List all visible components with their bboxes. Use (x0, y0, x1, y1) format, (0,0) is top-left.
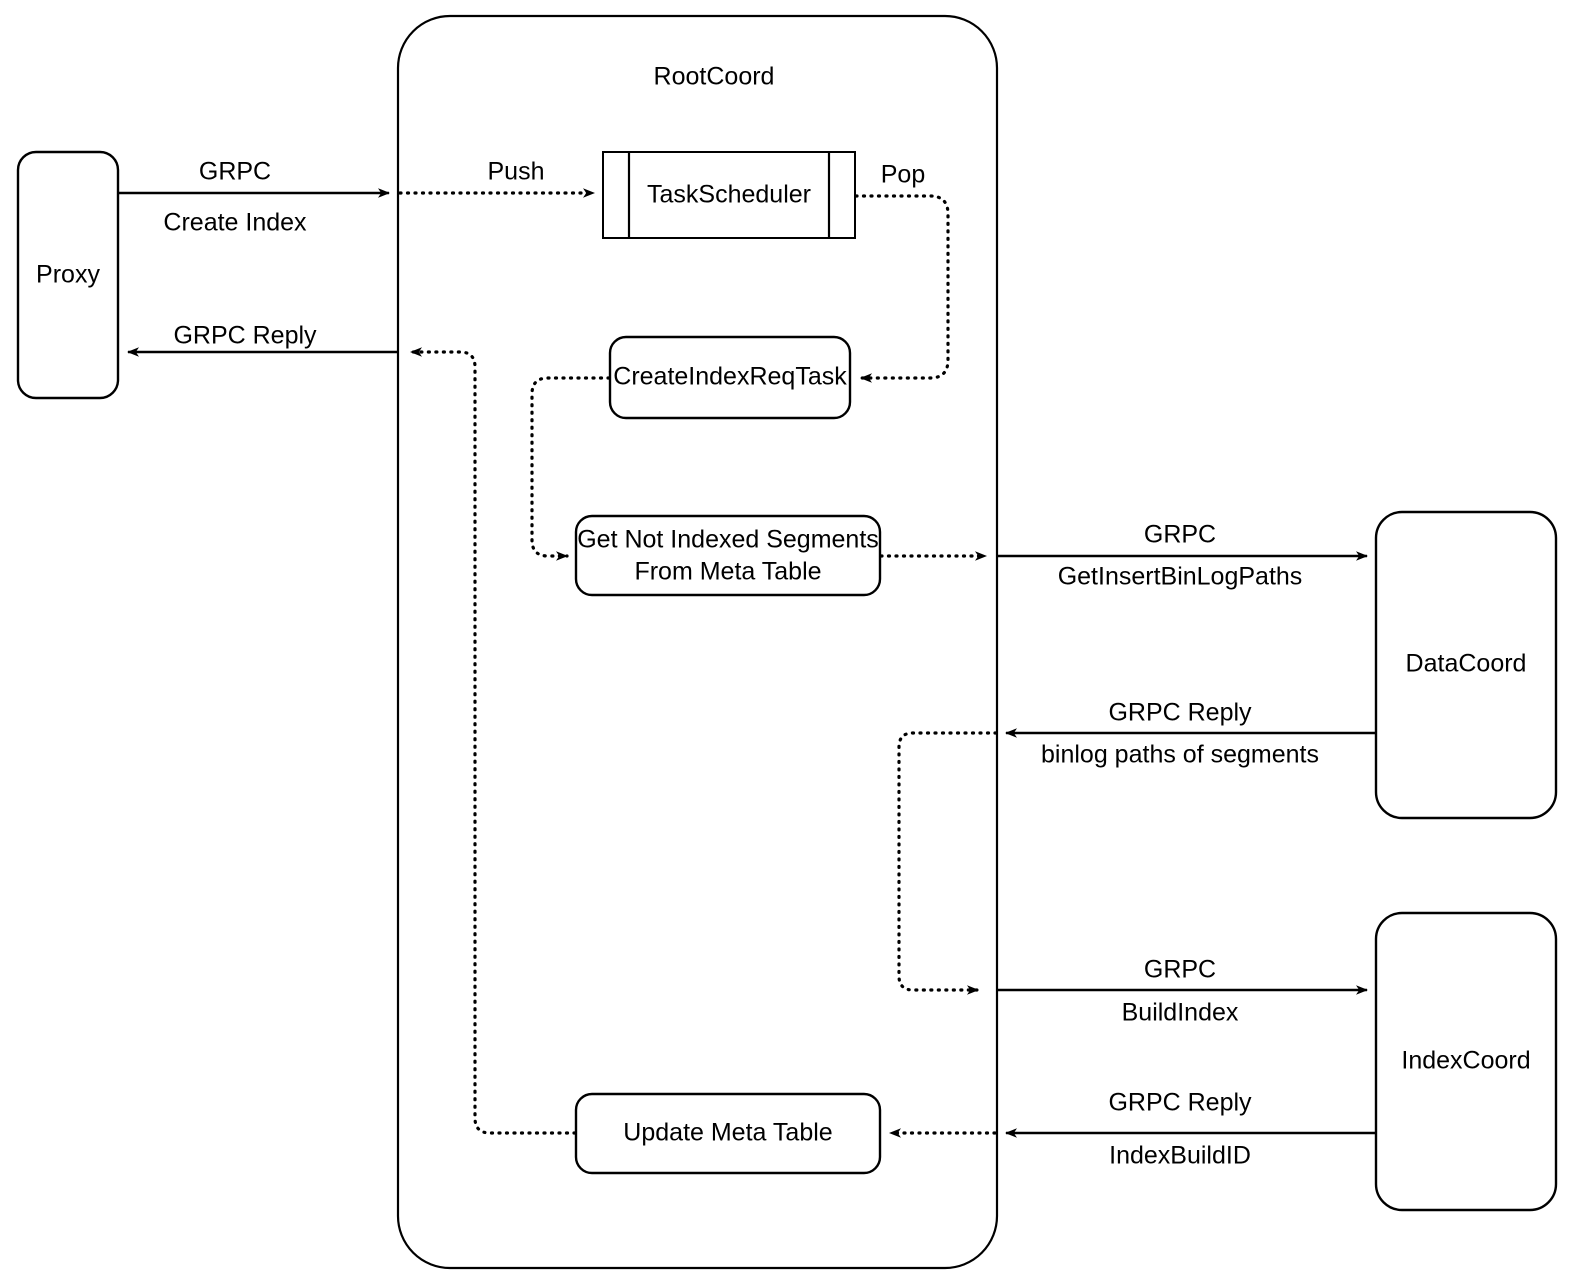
container-rootcoord[interactable]: RootCoord (396, 14, 999, 1270)
edge-pop-to-create-index-req-task[interactable]: Pop (854, 161, 950, 383)
node-get-not-indexed-segments[interactable]: Get Not Indexed Segments From Meta Table (574, 514, 882, 597)
indexcoord-label: IndexCoord (1401, 1047, 1530, 1075)
edge-push-to-taskscheduler[interactable]: Push (398, 158, 596, 198)
task-scheduler-label: TaskScheduler (647, 181, 811, 209)
edge-datacoord-to-rootcoord[interactable]: GRPC Reply binlog paths of segments (1005, 699, 1376, 769)
node-create-index-req-task[interactable]: CreateIndexReqTask (608, 335, 852, 420)
datacoord-box (1374, 510, 1558, 820)
indexcoord-box (1374, 911, 1558, 1212)
edge-rootcoord-to-datacoord[interactable]: GRPC GetInsertBinLogPaths (997, 521, 1368, 591)
edge-pop-line (854, 194, 950, 383)
get-not-indexed-segments-label-line1: Get Not Indexed Segments (577, 526, 879, 554)
edge-push-label: Push (488, 158, 545, 186)
node-proxy[interactable]: Proxy (16, 150, 120, 400)
update-meta-table-label: Update Meta Table (623, 1119, 832, 1147)
create-index-req-task-label: CreateIndexReqTask (613, 363, 847, 391)
rootcoord-boundary (396, 14, 999, 1270)
get-not-indexed-segments-label-line2: From Meta Table (634, 558, 821, 586)
edge-rootcoord-to-indexcoord-label-1: GRPC (1144, 956, 1216, 984)
node-indexcoord[interactable]: IndexCoord (1374, 911, 1558, 1212)
edge-rootcoord-to-datacoord-label-1: GRPC (1144, 521, 1216, 549)
edge-create-task-to-get-segments-line (530, 376, 611, 561)
edge-proxy-to-rootcoord-label-2: Create Index (163, 209, 307, 237)
edge-rootcoord-to-datacoord-label-2: GetInsertBinLogPaths (1058, 563, 1303, 591)
node-update-meta-table[interactable]: Update Meta Table (574, 1092, 882, 1175)
rootcoord-label: RootCoord (654, 63, 775, 91)
edge-indexcoord-to-rootcoord-label-2: IndexBuildID (1109, 1142, 1251, 1170)
edge-rootcoord-to-indexcoord[interactable]: GRPC BuildIndex (997, 956, 1368, 1027)
proxy-label: Proxy (36, 261, 100, 289)
edge-datacoord-to-rootcoord-label-1: GRPC Reply (1108, 699, 1252, 727)
edge-datacoord-to-rootcoord-label-2: binlog paths of segments (1041, 741, 1319, 769)
proxy-box (16, 150, 120, 400)
node-task-scheduler[interactable]: TaskScheduler (602, 151, 856, 239)
edge-internal-reply-to-buildindex[interactable] (897, 731, 998, 995)
edge-indexcoord-to-rootcoord-label-1: GRPC Reply (1108, 1089, 1252, 1117)
edge-proxy-to-rootcoord-label-1: GRPC (199, 158, 271, 186)
datacoord-label: DataCoord (1406, 650, 1527, 678)
node-datacoord[interactable]: DataCoord (1374, 510, 1558, 820)
edge-indexcoord-to-rootcoord[interactable]: GRPC Reply IndexBuildID (1005, 1089, 1376, 1170)
edge-pop-label: Pop (881, 161, 925, 189)
edge-rootcoord-to-proxy[interactable]: GRPC Reply (127, 322, 398, 357)
edge-create-index-req-task-to-get-segments[interactable] (530, 376, 611, 561)
edge-update-meta-table-to-reply-line (409, 347, 577, 1135)
edge-internal-reply-to-buildindex-line (897, 731, 998, 995)
edge-rootcoord-to-proxy-label: GRPC Reply (173, 322, 317, 350)
edge-proxy-to-rootcoord[interactable]: GRPC Create Index (118, 158, 390, 237)
edge-update-meta-table-to-reply[interactable] (409, 347, 577, 1135)
edge-rootcoord-to-indexcoord-label-2: BuildIndex (1122, 999, 1239, 1027)
